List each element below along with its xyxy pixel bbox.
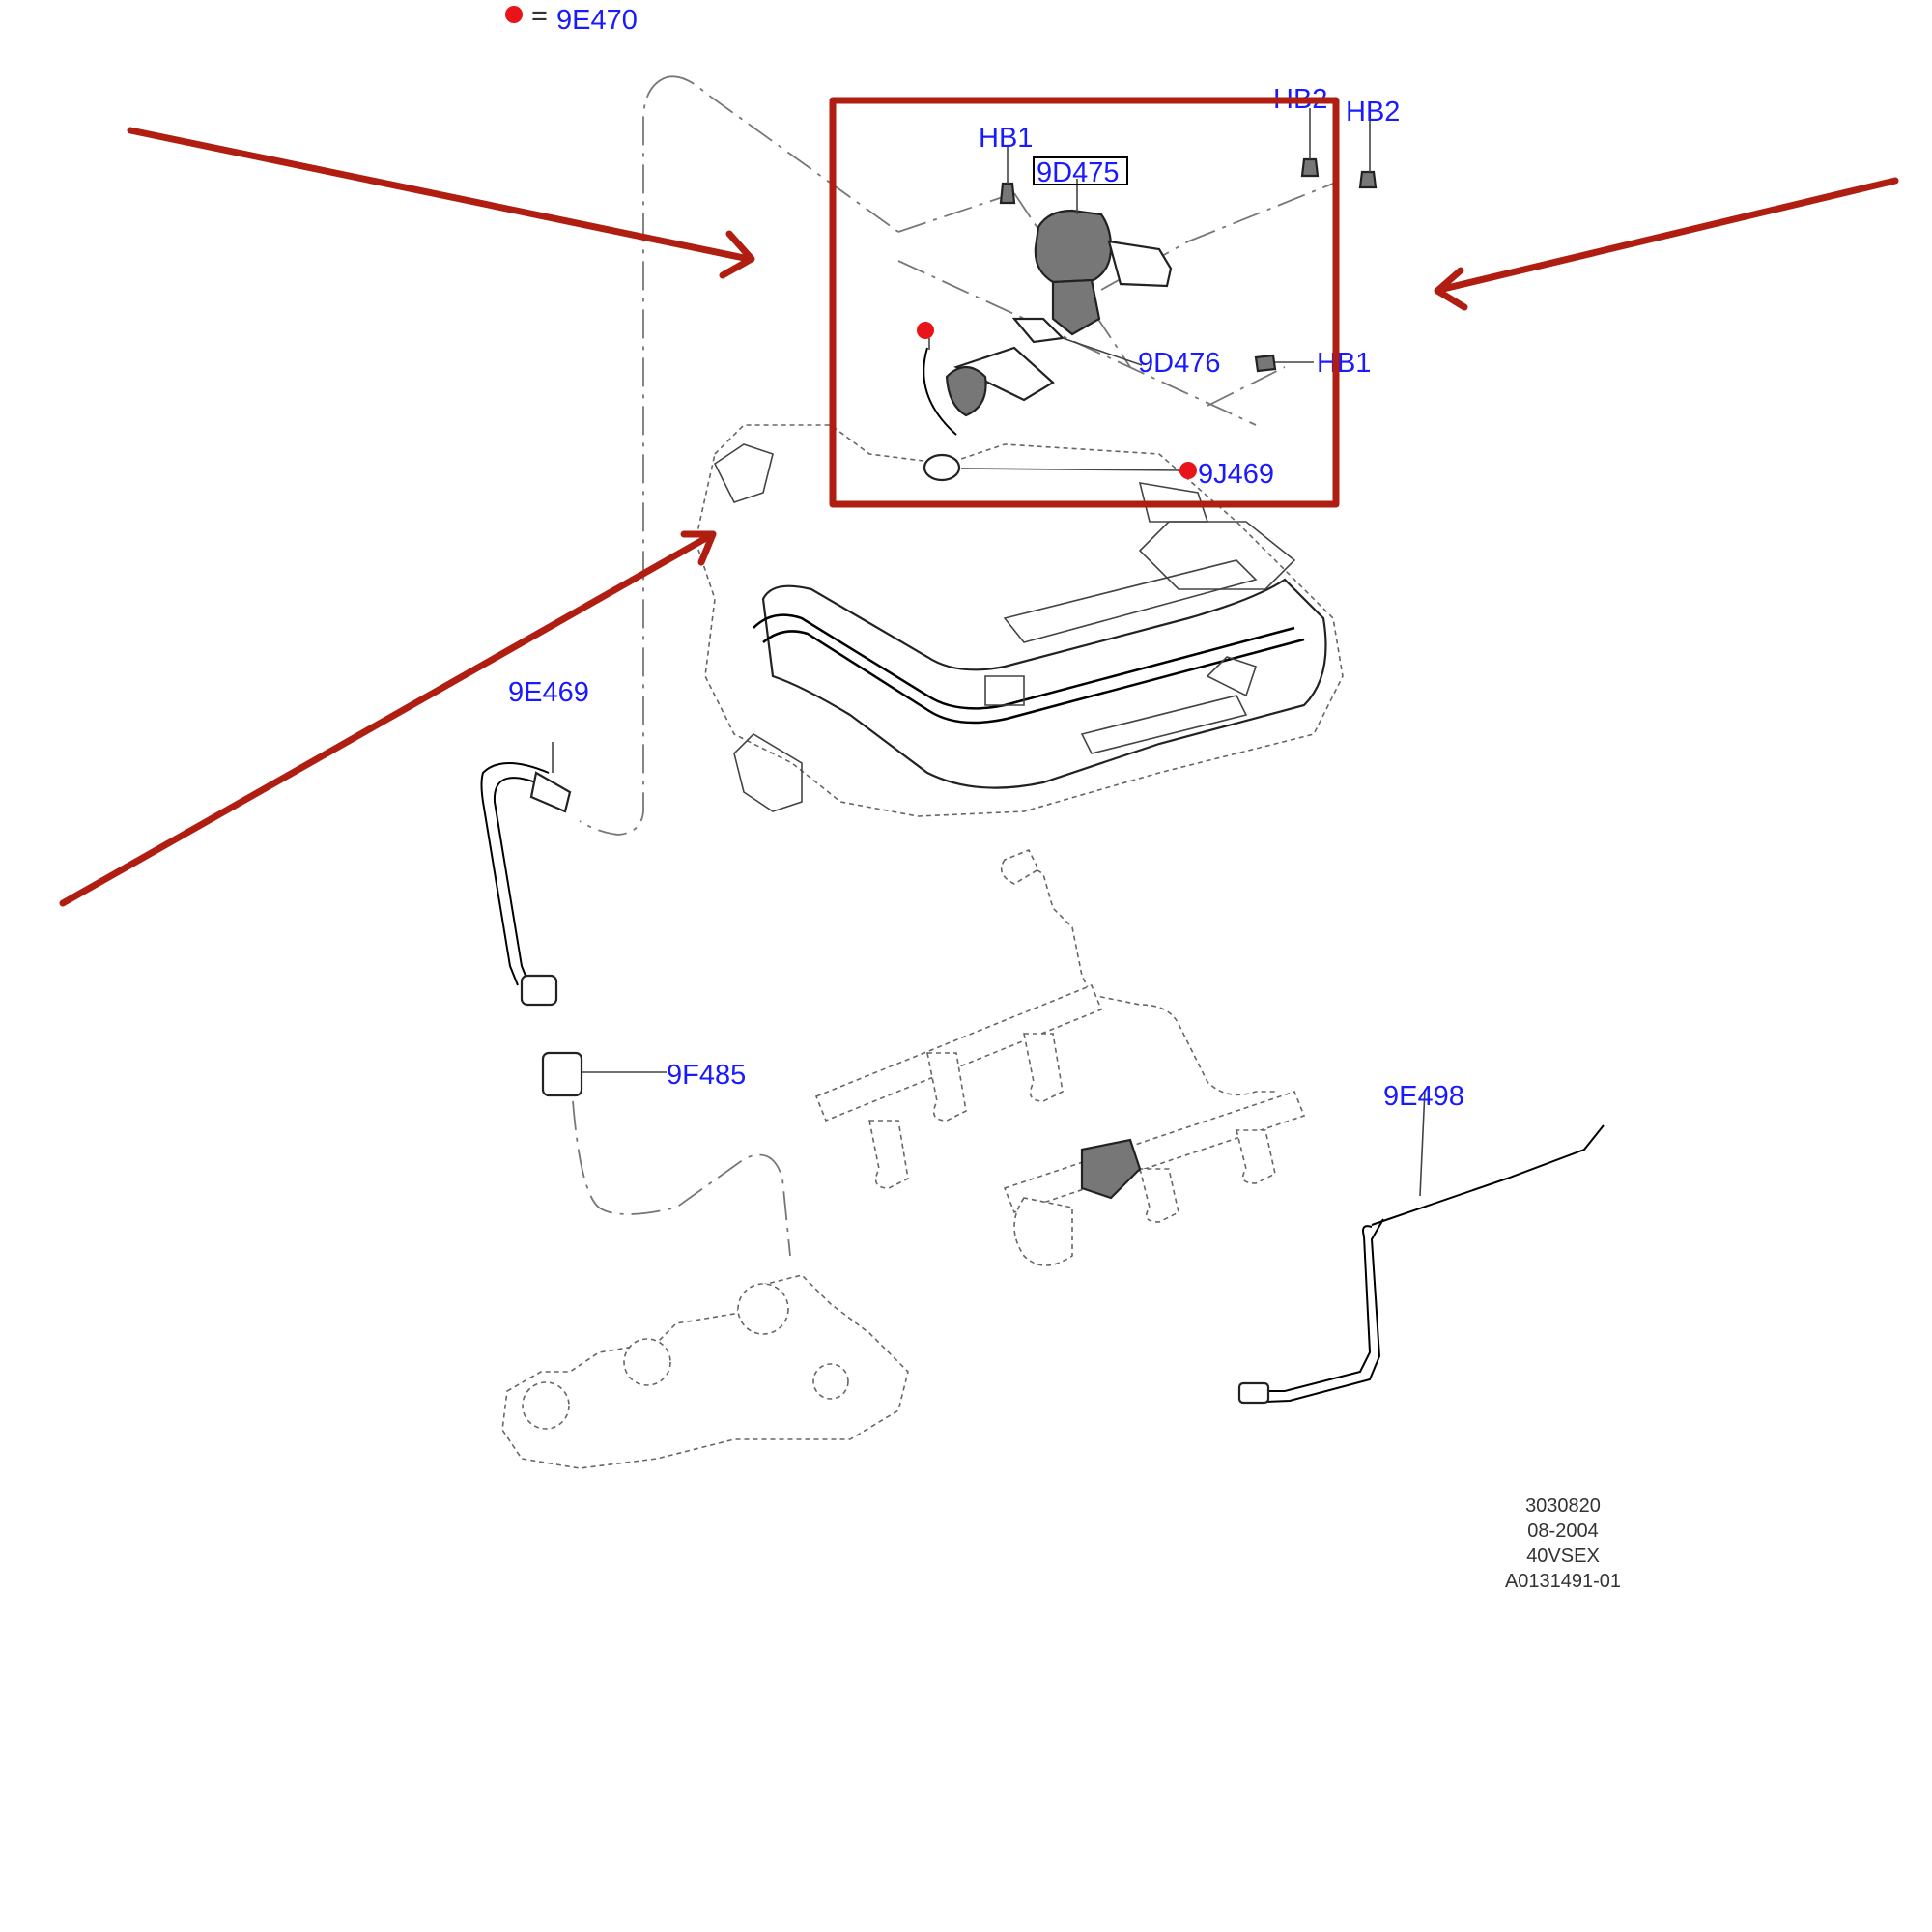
- egr-valve-assembly: [923, 157, 1378, 482]
- red-marker-dot: [917, 322, 934, 339]
- footer-line-1: 3030820: [1525, 1495, 1601, 1517]
- label-9F485: 9F485: [667, 1060, 746, 1091]
- annotation-overlay: [59, 97, 1899, 907]
- intake-manifold: [695, 424, 1344, 817]
- label-9E469: 9E469: [508, 677, 589, 708]
- footer-line-4: A0131491-01: [1505, 1571, 1621, 1592]
- footer-line-3: 40VSEX: [1526, 1546, 1600, 1567]
- leader-lines: [582, 108, 1371, 1073]
- exhaust-manifold: [501, 1274, 909, 1469]
- legend-equals: =: [531, 1, 548, 32]
- label-9D475: 9D475: [1037, 157, 1119, 188]
- fuel-rails: [814, 848, 1306, 1266]
- label-HB2-b: HB2: [1346, 97, 1400, 128]
- legend-part-9E470: 9E470: [556, 5, 638, 36]
- legend: = 9E470: [505, 1, 638, 36]
- footer-line-2: 08-2004: [1527, 1520, 1598, 1542]
- annotation-arrow-upper-left: [127, 127, 755, 279]
- label-HB1-top: HB1: [979, 123, 1033, 154]
- legend-red-dot: [505, 6, 523, 23]
- label-9E498: 9E498: [1383, 1081, 1464, 1112]
- red-marker-dot: [1179, 462, 1197, 479]
- highlight-box: [829, 97, 1340, 508]
- label-9D475-box: [1033, 156, 1128, 185]
- label-9J469: 9J469: [1198, 459, 1274, 490]
- tube-9E498: [1237, 1089, 1605, 1405]
- assembly-guide-lines: [569, 75, 1334, 1257]
- egr-tube-9E469: [480, 742, 583, 1097]
- label-HB1-right: HB1: [1317, 348, 1371, 379]
- annotation-arrow-lower-left: [59, 530, 717, 907]
- label-9D476: 9D476: [1138, 348, 1220, 379]
- annotation-arrow-right: [1434, 177, 1899, 311]
- drawing-reference: 3030820 08-2004 40VSEX A0131491-01: [1505, 1495, 1621, 1592]
- part-labels: HB1 9D475 HB2 HB2 9D476 HB1 9J469 9E469 …: [508, 84, 1464, 1112]
